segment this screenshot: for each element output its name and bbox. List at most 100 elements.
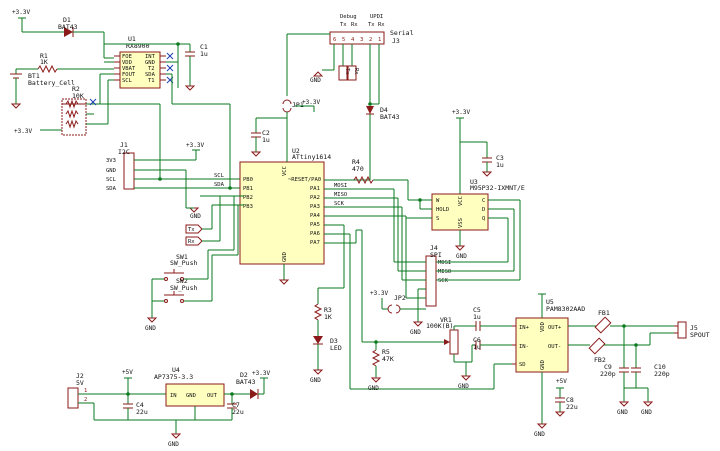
connector-j2[interactable]: J2 5V 1 2 [67, 372, 87, 409]
c6-value: 1u [473, 343, 481, 351]
svg-text:VSS: VSS [458, 218, 464, 228]
vcc-label: +3.3V [186, 142, 204, 149]
led-d3[interactable]: D3 LED [313, 336, 342, 352]
sw1-ref: SW1 [176, 253, 188, 261]
svg-text:FOE: FOE [122, 54, 132, 60]
gnd-symbol: GND [168, 433, 182, 448]
c2-value: 1u [262, 136, 270, 144]
u5-ref: U5 [546, 298, 554, 306]
svg-text:VDD: VDD [540, 322, 546, 332]
bt1-ref: BT1 [28, 72, 40, 80]
gnd-symbol [481, 171, 493, 177]
capacitor-c6[interactable]: C6 1u [473, 336, 481, 351]
svg-text:4: 4 [351, 37, 355, 43]
u1-left-pins: FOE VDD VBAT FOUT SCL [122, 54, 136, 84]
capacitor-c1[interactable]: C1 1u [185, 43, 208, 86]
gnd-symbol: GND [534, 423, 548, 438]
r2-value: 10K [72, 92, 84, 100]
vcc-label: +3.3V [302, 99, 320, 106]
capacitor-c4[interactable]: C4 22u [123, 394, 148, 420]
connector-j5[interactable]: J5 SPOUT [674, 321, 710, 339]
gnd-symbol: GND [641, 401, 654, 416]
diode-d4[interactable]: D4 BAT43 [366, 106, 400, 121]
resistor-r3[interactable]: R3 1K [313, 303, 332, 321]
ic-u3[interactable]: U3 M95P32-IXMNT/E W HOLD S C D Q VCC VSS [431, 178, 525, 231]
jumper-jp2[interactable]: JP2 [387, 294, 406, 314]
capacitor-c3[interactable]: C3 1u [482, 142, 504, 172]
net-scl: SCL [214, 173, 225, 179]
diode-d1[interactable]: D1 BAT43 [58, 16, 78, 37]
svg-text:3V3: 3V3 [106, 158, 116, 164]
connector-j3[interactable]: Debug UPDI Tx Rx Tx Rx Serial J3 6 5 4 3… [329, 14, 414, 45]
pushbutton-sw1[interactable]: SW1 SW_Push [164, 253, 197, 281]
gnd-symbol: GND [145, 317, 158, 332]
ic-u2[interactable]: U2 ATtiny1614 VCC GND PB0 PB1 PB2 PB3 ~R… [239, 147, 331, 265]
sw2-ref: SW2 [176, 277, 188, 285]
ic-u5[interactable]: U5 PAM8302AAD IN+ IN- SD OUT+ OUT- VDD G… [515, 298, 585, 373]
u3-value: M95P32-IXMNT/E [470, 184, 525, 192]
svg-text:FOUT: FOUT [122, 72, 136, 78]
resistor-r1[interactable]: R1 1K [37, 52, 58, 74]
gnd-symbol: GND [617, 401, 630, 416]
net-label-rx: Rx [185, 236, 203, 246]
pushbutton-sw2[interactable]: SW2 SW_Push [164, 277, 197, 303]
d2-value: BAT43 [236, 378, 256, 386]
c6-ref: C6 [473, 336, 481, 344]
capacitor-c7[interactable]: C7 22u [227, 394, 244, 420]
gnd-label: GND [410, 329, 421, 336]
resistor-r4[interactable]: R4 470 [352, 158, 374, 185]
gnd-label: GND [617, 409, 628, 416]
ferrite-fb2[interactable]: FB2 [588, 337, 606, 364]
ic-u4[interactable]: U4 AP7375-3.3 IN GND OUT [154, 366, 225, 407]
svg-text:IN: IN [170, 393, 177, 399]
v5-symbol: +5V [122, 369, 133, 379]
svg-text:PA2: PA2 [310, 195, 320, 201]
j3-ref: J3 [392, 37, 400, 45]
net-sck: SCK [334, 201, 345, 207]
svg-text:Rx: Rx [378, 22, 385, 28]
c7-value: 22u [232, 408, 244, 416]
ferrite-fb1[interactable]: FB1 [594, 309, 612, 334]
ic-u1[interactable]: U1 RX8900 FOE VDD VBAT FOUT SCL INT GND … [114, 35, 166, 89]
gnd-label: GND [145, 325, 156, 332]
capacitor-c9[interactable]: C9 220p [600, 363, 629, 378]
battery-bt1[interactable]: BT1 Battery_Cell [10, 68, 75, 100]
svg-text:VBAT: VBAT [122, 66, 136, 72]
svg-text:Rx: Rx [353, 68, 359, 75]
c7-ref: C7 [232, 401, 240, 409]
c4-value: 22u [136, 408, 148, 416]
c10-value: 220p [654, 370, 670, 378]
capacitor-c5[interactable]: C5 1u [473, 306, 481, 331]
fb1-ref: FB1 [598, 309, 610, 317]
d1-ref: D1 [63, 16, 71, 24]
svg-text:Tx: Tx [340, 22, 347, 28]
connector-j1[interactable]: J1 I2C 3V3 GND SCL SDA [106, 141, 135, 192]
net-mosi: MOSI [334, 183, 347, 189]
resistor-network-r2[interactable]: R2 10K [61, 85, 87, 136]
u2-ref: U2 [292, 147, 300, 155]
v5-symbol: +5V [556, 378, 567, 389]
u2-value: ATtiny1614 [292, 153, 331, 161]
capacitor-c8[interactable]: C8 22u [555, 396, 578, 411]
v5-label: +5V [122, 369, 133, 376]
vcc-symbol: +3.3V [370, 290, 388, 309]
r3-ref: R3 [324, 306, 332, 314]
svg-text:VCC: VCC [282, 166, 288, 176]
capacitor-c2[interactable]: C2 1u [251, 118, 270, 152]
potentiometer-vr1[interactable]: VR1 100K(B) [426, 316, 459, 355]
gnd-label: GND [368, 385, 379, 392]
gnd-symbol: GND [410, 321, 424, 336]
j2-ref: J2 [76, 372, 84, 380]
capacitor-c10[interactable]: C10 220p [631, 363, 670, 378]
resistor-r5[interactable]: R5 47K [371, 348, 394, 367]
gnd-symbol: GND [458, 375, 472, 390]
d1-value: BAT43 [58, 23, 78, 31]
gnd-label: GND [168, 441, 179, 448]
gnd-symbol [184, 85, 196, 91]
svg-text:Tx: Tx [368, 22, 375, 28]
svg-text:PA5: PA5 [310, 222, 320, 228]
gnd-symbol [278, 279, 290, 285]
svg-text:IN+: IN+ [519, 325, 530, 331]
svg-text:GND: GND [145, 60, 155, 66]
connector-j4[interactable]: J4 SPI MOSI MISO SCK [425, 244, 451, 307]
